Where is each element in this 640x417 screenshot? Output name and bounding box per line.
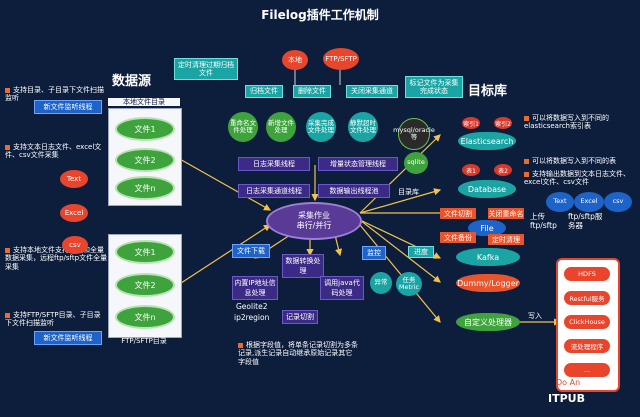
file-target: File — [468, 220, 506, 236]
note-file-types: 支持文本日志文件、excel文件、csv文件采集 — [5, 143, 102, 160]
ftp-sftp-circle: FTP/SFTP — [323, 48, 359, 70]
catalog-label: 目录库 — [398, 188, 419, 196]
metrics-circle: 任务Metric — [396, 272, 422, 296]
csv-type-circle: csv — [62, 236, 88, 254]
job-label: 采集作业 — [297, 210, 330, 220]
ftp-file-1: 文件1 — [115, 240, 175, 264]
rename-circle: 重命名文件处理 — [228, 112, 258, 142]
local-circle: 本地 — [282, 50, 308, 70]
source-label: 数据源 — [112, 74, 152, 89]
local-file-1: 文件1 — [115, 117, 175, 141]
diagram-title: Filelog插件工作机制 — [261, 8, 379, 22]
record-cut-box: 记录切割 — [282, 310, 318, 324]
sink-more: ... — [563, 362, 611, 378]
kafka-target: Kafka — [456, 248, 520, 266]
mode-label: 串行/并行 — [296, 221, 332, 230]
custom-processor-target: 自定义处理器 — [456, 313, 520, 331]
database-target: Database — [458, 180, 516, 198]
es-note: 可以将数据写入到不同的elasticsearch索引表 — [524, 114, 609, 131]
timed-clean-box: 定时清理过期归档文件 — [174, 58, 238, 80]
elasticsearch-target: Elasticsearch — [458, 132, 516, 150]
note-directory-scan: 支持目录、子目录下文件扫描监听 — [5, 86, 104, 103]
db-table-2: 表2 — [494, 164, 512, 176]
transform-box: 数据转换处理 — [282, 254, 324, 278]
log-channel-thread: 日志采集通道线程 — [238, 184, 310, 198]
completed-circle: 采集完成文件处理 — [306, 112, 336, 142]
db-note-1: 可以将数据写入到不同的表 — [524, 157, 624, 165]
file-download-box: 文件下载 — [232, 244, 270, 258]
dummy-logger-target: Dummy/Logger — [456, 274, 520, 292]
es-index-1: 索引1 — [462, 117, 480, 129]
ftp-server-label: ftp/sftp服务器 — [568, 212, 603, 230]
note-ftp-scan: 支持FTP/SFTP目录、子目录下文件扫描监听 — [5, 311, 101, 328]
timed-cleanup-box: 定时清理 — [488, 234, 524, 245]
write-label: 写入 — [528, 312, 542, 320]
collection-job-core: 采集作业串行/并行 — [266, 202, 362, 240]
excel-type-circle: Excel — [60, 204, 88, 222]
ftp-file-n: 文件n — [115, 305, 175, 329]
mark-done-box: 标记文件为采集完成状态 — [405, 76, 463, 98]
ftp-file-2: 文件2 — [115, 273, 175, 297]
close-rename-box: 关闭重命名 — [488, 208, 524, 219]
out-excel-circle: Excel — [574, 192, 604, 212]
out-csv-circle: csv — [604, 192, 632, 212]
data-output-pool: 数据输出线程池 — [318, 184, 390, 198]
sink-restful: Restful服务 — [563, 290, 611, 306]
local-file-n: 文件n — [115, 176, 175, 200]
note-incremental: 支持本地文件支持增量和全量数据采集，远程ftp/sftp文件全量采集 — [5, 246, 108, 271]
db-note-2: 支持输出数据到文本日志文件、excel文件、csv文件 — [524, 170, 630, 187]
delete-box: 删除文件 — [293, 85, 331, 98]
idle-circle: 静默超时文件处理 — [348, 112, 378, 142]
db-table-1: 表1 — [462, 164, 480, 176]
target-label: 目标库 — [468, 84, 508, 99]
incr-state-thread: 增量状态管理线程 — [318, 157, 398, 171]
log-collect-thread: 日志采集线程 — [238, 157, 310, 171]
mysql-circle: mysql/oracle等 — [393, 118, 435, 150]
file-backup-box: 文件备份 — [440, 232, 476, 243]
record-cut-note: 根据字段值，将单条记录切割为多条记录,派生记录自动继承原始记录其它字段值 — [238, 341, 358, 366]
sink-hdfs: HDFS — [563, 266, 611, 282]
archive-box: 归档文件 — [245, 85, 283, 98]
sink-clickhouse: ClickHouse — [563, 314, 611, 330]
text-type-circle: Text — [60, 170, 88, 188]
file-cut-box: 文件切割 — [440, 208, 476, 219]
progress-box: 进度 — [408, 246, 434, 258]
out-text-circle: Text — [546, 192, 574, 212]
upload-label: 上传ftp/sftp — [530, 212, 557, 230]
ftp-listener-thread: 新文件监听线程 — [34, 331, 102, 345]
ip2region-label: ip2region — [234, 313, 270, 322]
sink-stream: 流处理程序 — [563, 338, 611, 354]
brand-logo: ITPUB — [548, 392, 585, 405]
exception-circle: 异常 — [370, 272, 392, 294]
geo-box: 内置IP地址信息处理 — [232, 276, 278, 300]
local-file-2: 文件2 — [115, 148, 175, 172]
java-box: 调用java代码处理 — [320, 276, 364, 300]
watermark-text: Do An — [556, 378, 581, 387]
es-index-2: 索引2 — [494, 117, 512, 129]
local-listener-thread: 新文件监听线程 — [34, 100, 102, 114]
geolite-label: Geolite2 — [236, 302, 268, 311]
local-directory-title: 本地文件目录 — [108, 98, 180, 107]
sqlite-circle: sqlite — [404, 152, 428, 174]
ftp-directory-title: FTP/SFTP目录 — [121, 337, 167, 345]
new-file-circle: 新增文件处理 — [266, 112, 296, 142]
close-channel-box: 关闭采集通道 — [346, 85, 398, 98]
monitor-box: 监控 — [362, 246, 386, 260]
